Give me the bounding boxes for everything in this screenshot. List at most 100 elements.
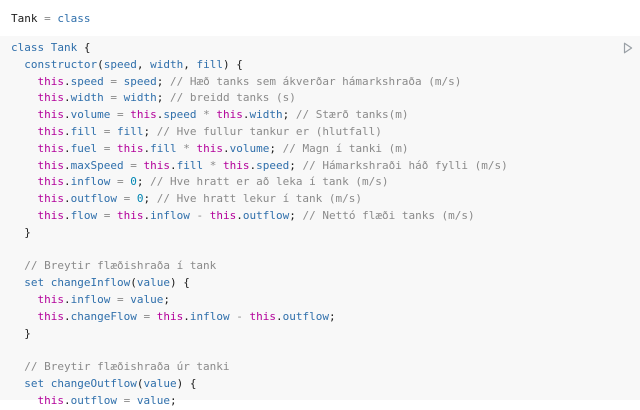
code-token-text [11,209,38,222]
code-token-text: ) { [222,57,243,71]
code-token-text: ; [156,91,170,105]
code-token-text [11,159,38,172]
code-token-operator: = [136,309,157,323]
code-token-operator: = [97,124,117,138]
code-token-text: ) { [169,276,190,290]
code-token-function-name: changeInflow [50,276,131,290]
code-token-identifier: volume [70,108,111,122]
code-token-text [11,125,38,138]
code-token-this-keyword: this [37,292,65,306]
code-token-this-keyword: this [37,158,65,172]
code-line[interactable] [11,242,508,259]
code-token-function-name: constructor [24,57,98,71]
code-token-comment: // Hámarkshraði háð fylli (m/s) [302,158,508,172]
code-token-text [11,276,24,289]
code-token-identifier: speed [163,108,197,122]
code-line[interactable]: this.speed = speed; // Hæð tanks sem ákv… [11,74,508,91]
code-token-text [11,192,38,205]
code-line[interactable]: this.volume = this.speed * this.width; /… [11,107,508,124]
code-token-identifier: inflow [70,292,111,306]
code-token-text: { [77,41,91,54]
code-token-operator: = [103,91,124,105]
code-token-comment: // Hæð tanks sem ákverðar hámarkshraða (… [170,74,462,88]
code-token-this-keyword: this [249,309,276,323]
code-line[interactable]: set changeInflow(value) { [11,275,508,292]
code-token-operator: * [203,158,223,172]
code-token-text: ; [169,393,177,407]
output-value: class [57,11,91,25]
code-line[interactable]: this.flow = this.inflow - this.outflow; … [11,208,508,225]
run-cell-button[interactable] [622,42,634,54]
code-line[interactable]: } [11,225,508,242]
code-token-this-keyword: this [117,141,144,155]
code-token-comment: // Magn í tanki (m) [282,141,409,155]
code-token-this-keyword: this [222,158,250,172]
code-line[interactable]: this.maxSpeed = this.fill * this.speed; … [11,158,508,175]
code-line[interactable]: // Breytir flæðishraða úr tanki [11,359,508,376]
code-cell[interactable] [0,36,640,400]
code-editor[interactable]: class Tank { constructor(speed, width, f… [11,40,508,410]
code-token-text: . [143,141,151,155]
code-token-operator: = [110,175,131,189]
code-token-text [11,91,38,104]
code-line[interactable]: this.outflow = value; [11,393,508,410]
code-line[interactable]: // Breytir flæðishraða í tank [11,258,508,275]
code-token-text: . [223,141,230,155]
code-line[interactable]: this.outflow = 0; // Hve hratt lekur í t… [11,191,508,208]
code-line[interactable]: this.inflow = value; [11,292,508,309]
code-line[interactable] [11,342,508,359]
code-token-text: , [183,57,197,71]
code-line[interactable]: } [11,326,508,343]
code-token-this-keyword: this [37,74,65,88]
code-token-identifier: value [136,393,170,407]
code-line[interactable]: this.inflow = 0; // Hve hratt er að leka… [11,174,508,191]
code-token-this-keyword: this [216,108,243,122]
code-token-text: ; [143,124,157,138]
code-line[interactable]: set changeOutflow(value) { [11,376,508,393]
code-token-text [44,276,51,289]
code-token-class-name: Tank [50,41,78,54]
code-token-identifier: outflow [242,208,290,222]
code-token-text [11,108,38,121]
code-token-text: . [64,208,71,222]
code-token-comment: // Hve hratt er að leka í tank (m/s) [150,175,389,189]
code-token-this-keyword: this [130,108,157,122]
code-token-text [11,293,38,306]
code-token-identifier: fill [150,141,177,155]
code-token-this-keyword: this [196,141,224,155]
code-token-identifier: outflow [70,393,117,407]
code-token-operator: = [103,74,124,88]
code-token-text: . [64,292,71,306]
code-line[interactable]: this.fill = fill; // Hve fullur tankur e… [11,124,508,141]
code-token-text: . [275,309,283,323]
code-token-this-keyword: this [156,309,184,323]
output-name: Tank [11,11,38,25]
code-token-operator: - [189,208,210,222]
code-token-text: . [64,124,71,138]
code-token-this-keyword: this [37,208,65,222]
code-token-function-name: changeOutflow [50,376,137,390]
code-token-text: . [64,309,71,323]
code-token-identifier: changeFlow [70,309,137,323]
code-token-text [11,394,38,407]
code-token-text [11,58,24,71]
code-token-this-keyword: this [37,309,65,323]
code-token-this-keyword: this [37,192,65,206]
code-line[interactable]: class Tank { [11,40,508,57]
code-line[interactable]: this.fuel = this.fill * this.volume; // … [11,141,508,158]
code-token-text: ; [156,74,170,88]
code-token-text: ; [328,309,336,323]
code-token-text: . [156,108,164,122]
code-token-identifier: speed [70,74,104,88]
code-token-identifier: speed [256,158,290,172]
code-line[interactable]: this.width = width; // breidd tanks (s) [11,90,508,107]
code-token-text [44,377,51,390]
code-token-number-literal: 0 [130,175,137,189]
code-token-identifier: speed [123,74,157,88]
code-line[interactable]: this.changeFlow = this.inflow - this.out… [11,309,508,326]
code-line[interactable]: constructor(speed, width, fill) { [11,57,508,74]
code-token-comment: // breidd tanks (s) [170,91,296,105]
code-token-text: . [249,158,257,172]
code-token-text [11,259,24,272]
code-token-text: . [64,141,71,155]
